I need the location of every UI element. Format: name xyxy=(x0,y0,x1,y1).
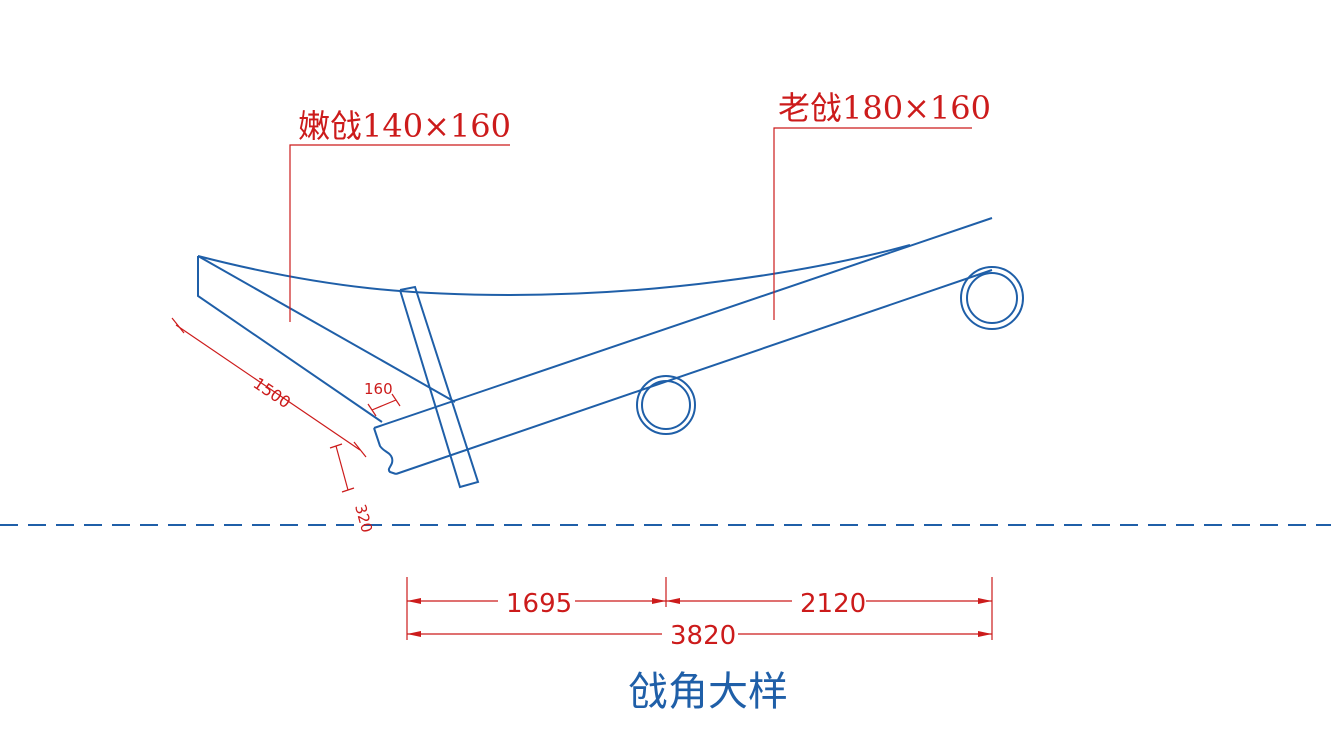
purlin-round-2 xyxy=(960,266,1024,330)
young-rafter-label: 嫩戗140×160 xyxy=(298,107,511,145)
old-rafter-leader xyxy=(773,127,972,320)
purlin-round-1 xyxy=(636,375,696,435)
drawing-title: 戗角大样 xyxy=(628,669,788,715)
dim-160-text: 160 xyxy=(364,380,393,398)
old-rafter-label: 老戗180×160 xyxy=(778,89,991,127)
dim-160: 160 xyxy=(364,380,401,417)
dim-3820-text: 3820 xyxy=(670,621,736,651)
dim-horizontal: 1695 2120 3820 xyxy=(406,577,993,651)
dim-2120-text: 2120 xyxy=(800,589,866,619)
dim-1500-text: 1500 xyxy=(250,374,294,413)
young-rafter-leader xyxy=(289,144,510,322)
dim-320-text: 320 xyxy=(351,502,376,534)
young-rafter xyxy=(197,244,911,423)
dim-1695-text: 1695 xyxy=(506,589,572,619)
vertical-brace xyxy=(399,285,480,489)
dim-1500: 1500 xyxy=(171,317,367,458)
old-rafter xyxy=(373,217,993,475)
dim-320: 320 xyxy=(329,443,376,535)
